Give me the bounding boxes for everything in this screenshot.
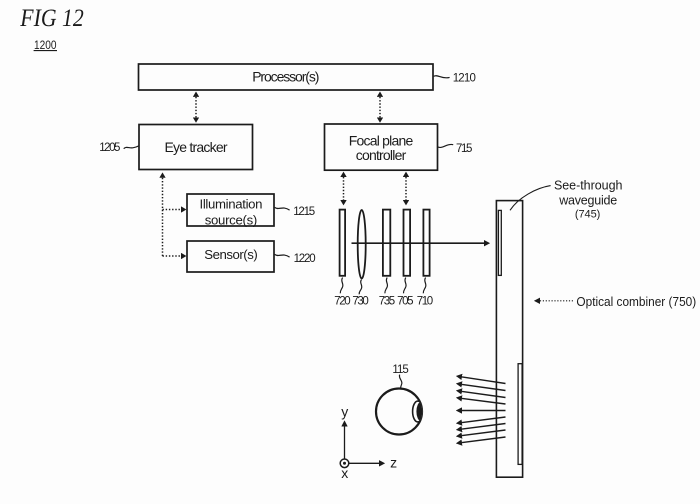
svg-text:See-through: See-through bbox=[554, 179, 623, 193]
svg-text:Optical combiner (750): Optical combiner (750) bbox=[576, 295, 696, 309]
svg-text:Processor(s): Processor(s) bbox=[252, 68, 319, 84]
svg-text:1210: 1210 bbox=[453, 73, 476, 85]
svg-text:Focal plane: Focal plane bbox=[349, 132, 414, 148]
svg-text:1215: 1215 bbox=[293, 206, 315, 218]
svg-text:x: x bbox=[341, 465, 348, 481]
svg-text:Sensor(s): Sensor(s) bbox=[204, 247, 258, 262]
svg-text:1205: 1205 bbox=[99, 142, 120, 154]
svg-text:715: 715 bbox=[456, 143, 472, 155]
svg-text:Illumination: Illumination bbox=[200, 197, 263, 212]
svg-text:730: 730 bbox=[352, 296, 368, 308]
svg-text:FIG 12: FIG 12 bbox=[19, 5, 83, 32]
svg-text:710: 710 bbox=[417, 296, 433, 308]
svg-text:z: z bbox=[390, 454, 397, 470]
svg-text:(745): (745) bbox=[575, 209, 601, 221]
svg-text:source(s): source(s) bbox=[205, 212, 258, 227]
svg-text:1200: 1200 bbox=[34, 40, 57, 52]
svg-text:controller: controller bbox=[356, 147, 407, 163]
svg-text:1220: 1220 bbox=[294, 253, 316, 265]
svg-text:y: y bbox=[341, 404, 348, 420]
svg-text:Eye tracker: Eye tracker bbox=[165, 139, 228, 155]
svg-text:735: 735 bbox=[379, 296, 395, 308]
svg-text:waveguide: waveguide bbox=[558, 193, 617, 207]
svg-text:705: 705 bbox=[397, 296, 413, 308]
svg-text:115: 115 bbox=[392, 364, 408, 376]
svg-text:720: 720 bbox=[334, 296, 350, 308]
